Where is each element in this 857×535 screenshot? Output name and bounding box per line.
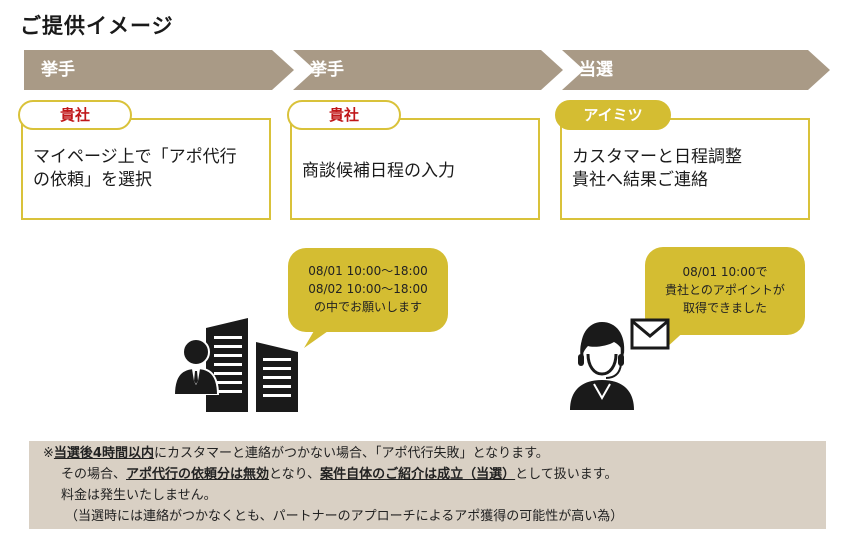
businessman-icon	[172, 338, 220, 395]
step-box-3: カスタマーと日程調整 貴社へ結果ご連絡	[560, 118, 810, 220]
step-2-description: 商談候補日程の入力	[302, 160, 530, 183]
actor-pill-2: 貴社	[287, 100, 401, 130]
step-arrow-1: 挙手	[24, 50, 294, 90]
step-arrow-3: 当選	[562, 50, 830, 90]
bubble-2-line-3: 取得できました	[682, 301, 767, 315]
bubble-1-tail	[304, 324, 338, 348]
step-1-line-2: の依頼」を選択	[33, 170, 152, 190]
bubble-2-tail	[666, 328, 688, 348]
step-2-line-1: 商談候補日程の入力	[302, 161, 455, 181]
note-mark: ※	[43, 446, 54, 461]
note-line-2-post: として扱います。	[515, 467, 618, 482]
note-line-1: ※当選後4時間以内にカスタマーと連絡がつかない場合、「アポ代行失敗」となります。	[43, 443, 826, 464]
page-title: ご提供イメージ	[20, 14, 174, 38]
note-emph-deadline: 当選後4時間以内	[53, 446, 154, 461]
note-line-2: その場合、アポ代行の依頼分は無効となり、案件自体のご紹介は成立（当選）として扱い…	[43, 464, 826, 485]
bubble-1-line-1: 08/01 10:00〜18:00	[308, 264, 428, 278]
mail-icon	[630, 318, 670, 350]
operator-icon	[570, 322, 634, 410]
note-emph-invalid: アポ代行の依頼分は無効	[126, 467, 270, 482]
step-box-1: マイページ上で「アポ代行 の依頼」を選択	[21, 118, 271, 220]
step-1-line-1: マイページ上で「アポ代行	[33, 147, 237, 167]
note-line-1-rest: にカスタマーと連絡がつかない場合、「アポ代行失敗」となります。	[153, 446, 549, 461]
operator-speech-bubble: 08/01 10:00で 貴社とのアポイントが 取得できました	[645, 247, 805, 335]
actor-pill-1: 貴社	[18, 100, 132, 130]
bubble-2-line-1: 08/01 10:00で	[682, 265, 768, 279]
step-arrow-2: 挙手	[293, 50, 563, 90]
bubble-1-line-3: の中でお願いします	[313, 300, 422, 314]
note-emph-established: 案件自体のご紹介は成立（当選）	[320, 467, 516, 482]
note-line-2-mid: となり、	[269, 467, 321, 482]
step-3-line-1: カスタマーと日程調整	[572, 147, 742, 167]
actor-pill-3: アイミツ	[555, 100, 671, 130]
step-1-description: マイページ上で「アポ代行 の依頼」を選択	[33, 146, 261, 192]
building-icon	[206, 318, 298, 412]
note-line-4: （当選時には連絡がつかなくとも、パートナーのアプローチによるアポ獲得の可能性が高…	[65, 509, 624, 524]
bubble-1-line-2: 08/02 10:00〜18:00	[308, 282, 428, 296]
step-3-description: カスタマーと日程調整 貴社へ結果ご連絡	[572, 146, 800, 192]
bubble-2-line-2: 貴社とのアポイントが	[665, 283, 785, 297]
disclaimer-note: ※当選後4時間以内にカスタマーと連絡がつかない場合、「アポ代行失敗」となります。…	[29, 441, 826, 529]
note-line-3: 料金は発生いたしません。	[61, 488, 217, 503]
note-line-2-pre: その場合、	[61, 467, 127, 482]
step-3-line-2: 貴社へ結果ご連絡	[572, 170, 708, 190]
step-box-2: 商談候補日程の入力	[290, 118, 540, 220]
company-speech-bubble: 08/01 10:00〜18:00 08/02 10:00〜18:00 の中でお…	[288, 248, 448, 332]
